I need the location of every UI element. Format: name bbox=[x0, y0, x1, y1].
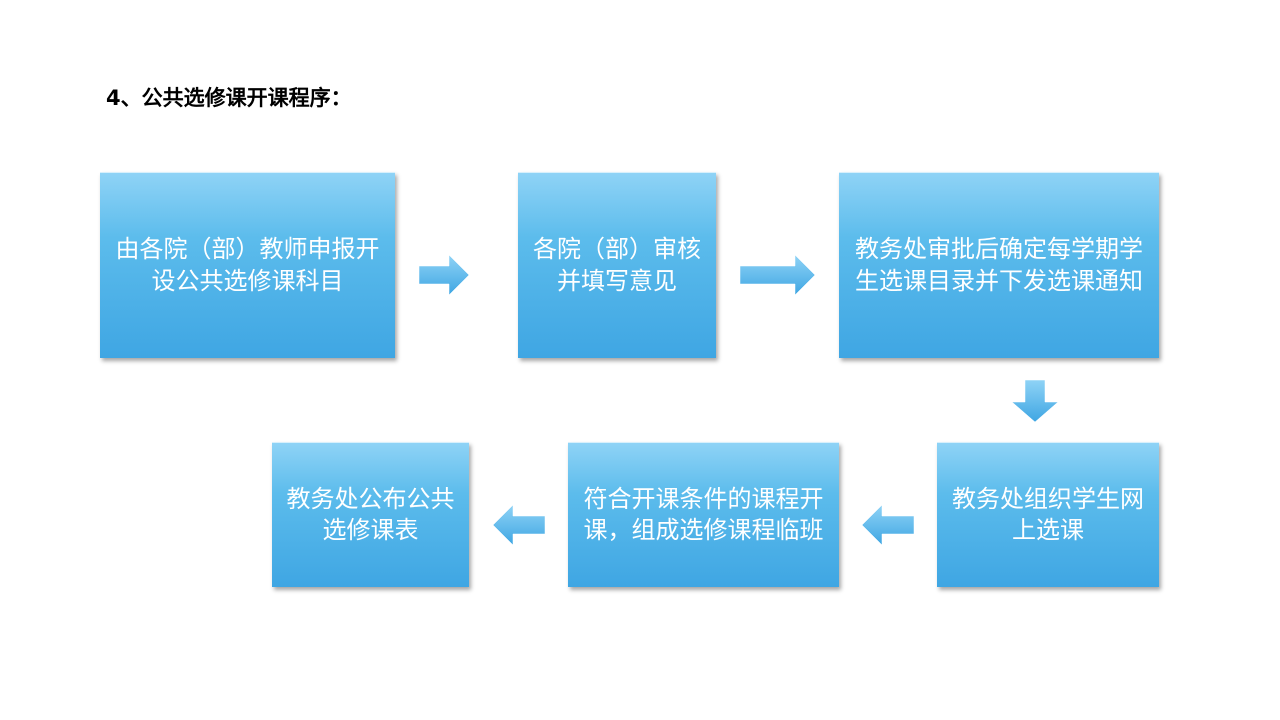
page-title: 4、公共选修课开课程序： bbox=[106, 86, 352, 110]
flow-step-5: 符合开课条件的课程开课，组成选修课程临班 bbox=[568, 442, 839, 587]
flow-step-6-text: 教务处公布公共选修课表 bbox=[286, 484, 455, 544]
flow-step-6: 教务处公布公共选修课表 bbox=[272, 442, 469, 587]
flow-step-1-text: 由各院（部）教师申报开设公共选修课科目 bbox=[115, 235, 380, 295]
arrow-right-icon bbox=[739, 254, 816, 296]
arrow-right-icon bbox=[418, 254, 470, 296]
flow-step-3: 教务处审批后确定每学期学生选课目录并下发选课通知 bbox=[839, 172, 1159, 358]
flow-step-3-text: 教务处审批后确定每学期学生选课目录并下发选课通知 bbox=[855, 235, 1143, 295]
arrow-left-icon bbox=[492, 504, 546, 546]
flow-step-2-text: 各院（部）审核并填写意见 bbox=[533, 235, 701, 295]
flow-step-2: 各院（部）审核并填写意见 bbox=[518, 172, 716, 358]
flow-step-5-text: 符合开课条件的课程开课，组成选修课程临班 bbox=[583, 484, 824, 544]
flow-step-4: 教务处组织学生网上选课 bbox=[937, 442, 1159, 587]
flow-step-1: 由各院（部）教师申报开设公共选修课科目 bbox=[100, 172, 395, 358]
arrow-down-icon bbox=[1011, 379, 1059, 423]
arrow-left-icon bbox=[861, 504, 915, 546]
flow-step-4-text: 教务处组织学生网上选课 bbox=[952, 484, 1144, 544]
